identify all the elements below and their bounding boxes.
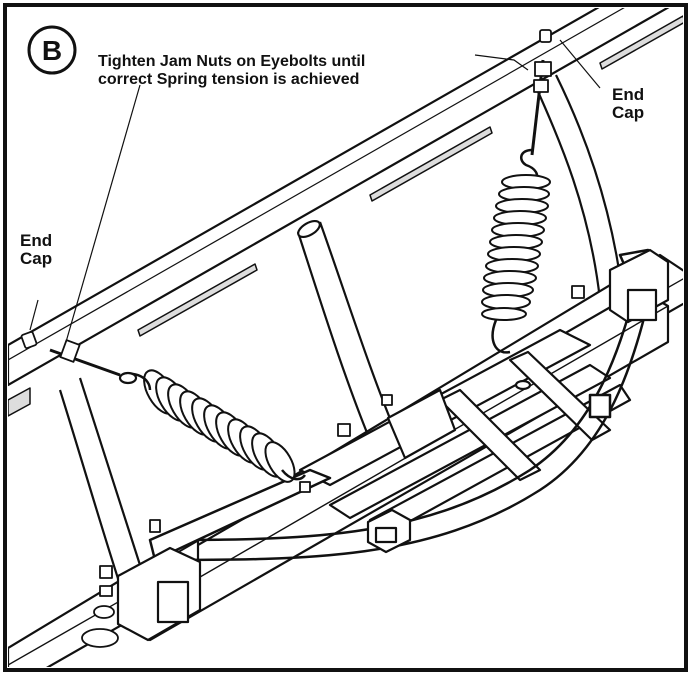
figure-border: [3, 3, 688, 672]
panel-letter: B: [42, 35, 62, 66]
spring-icon: [143, 369, 296, 483]
instruction-line-2: correct Spring tension is achieved: [98, 71, 359, 88]
spring-icon: [481, 174, 551, 321]
lower-spring: [49, 339, 307, 483]
bolt-heads: [81, 285, 585, 648]
end-cap-right-line1: End: [612, 85, 644, 104]
instruction-line-1: Tighten Jam Nuts on Eyebolts until: [98, 53, 365, 70]
end-cap-right-line2: Cap: [612, 103, 644, 122]
upper-spring: [481, 59, 552, 354]
end-cap-icon: [20, 29, 552, 349]
blade-upper: [8, 8, 683, 417]
end-cap-left-line1: End: [20, 231, 52, 250]
cross-beams: [298, 328, 632, 537]
end-cap-left-line2: Cap: [20, 249, 52, 268]
leader-lines: [29, 39, 601, 343]
square-tubes: [116, 248, 670, 642]
panel-badge: B: [27, 25, 77, 75]
